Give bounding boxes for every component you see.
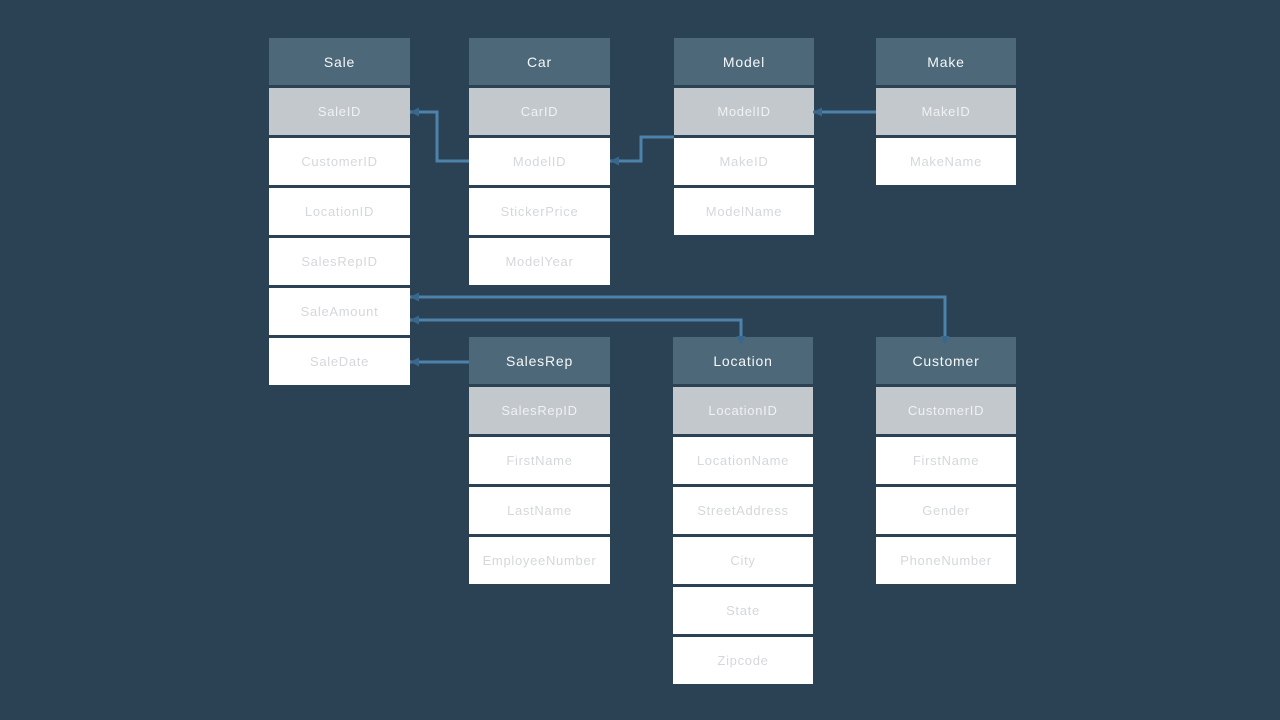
primary-key-row: CarID bbox=[469, 88, 610, 135]
field-row: Zipcode bbox=[673, 637, 813, 684]
primary-key-row: SalesRepID bbox=[469, 387, 610, 434]
table-title: Car bbox=[469, 38, 610, 85]
field-row: Gender bbox=[876, 487, 1016, 534]
arrowhead-icon bbox=[410, 107, 419, 117]
field-row: PhoneNumber bbox=[876, 537, 1016, 584]
field-row: StreetAddress bbox=[673, 487, 813, 534]
field-row: SaleAmount bbox=[269, 288, 410, 335]
connector-car-model bbox=[610, 135, 674, 163]
field-row: CustomerID bbox=[269, 138, 410, 185]
arrowhead-icon bbox=[410, 315, 419, 325]
primary-key-row: SaleID bbox=[269, 88, 410, 135]
connector-sale-car bbox=[410, 110, 469, 163]
table-title: SalesRep bbox=[469, 337, 610, 384]
field-row: City bbox=[673, 537, 813, 584]
field-row: SalesRepID bbox=[269, 238, 410, 285]
arrowhead-icon bbox=[610, 156, 619, 166]
field-row: LocationName bbox=[673, 437, 813, 484]
primary-key-row: MakeID bbox=[876, 88, 1016, 135]
field-row: ModelID bbox=[469, 138, 610, 185]
field-row: FirstName bbox=[876, 437, 1016, 484]
primary-key-row: CustomerID bbox=[876, 387, 1016, 434]
field-row: SaleDate bbox=[269, 338, 410, 385]
field-row: State bbox=[673, 587, 813, 634]
connector-sale-location bbox=[410, 318, 743, 337]
table-title: Sale bbox=[269, 38, 410, 85]
field-row: ModelName bbox=[674, 188, 814, 235]
arrowhead-icon bbox=[813, 107, 822, 117]
table-title: Model bbox=[674, 38, 814, 85]
field-row: ModelYear bbox=[469, 238, 610, 285]
primary-key-row: ModelID bbox=[674, 88, 814, 135]
arrowhead-icon bbox=[410, 357, 419, 367]
field-row: MakeID bbox=[674, 138, 814, 185]
arrowhead-icon bbox=[410, 292, 419, 302]
field-row: FirstName bbox=[469, 437, 610, 484]
field-row: StickerPrice bbox=[469, 188, 610, 235]
field-row: LastName bbox=[469, 487, 610, 534]
primary-key-row: LocationID bbox=[673, 387, 813, 434]
table-title: Location bbox=[673, 337, 813, 384]
table-title: Customer bbox=[876, 337, 1016, 384]
field-row: MakeName bbox=[876, 138, 1016, 185]
field-row: LocationID bbox=[269, 188, 410, 235]
connector-sale-customer bbox=[410, 295, 947, 337]
table-title: Make bbox=[876, 38, 1016, 85]
field-row: EmployeeNumber bbox=[469, 537, 610, 584]
